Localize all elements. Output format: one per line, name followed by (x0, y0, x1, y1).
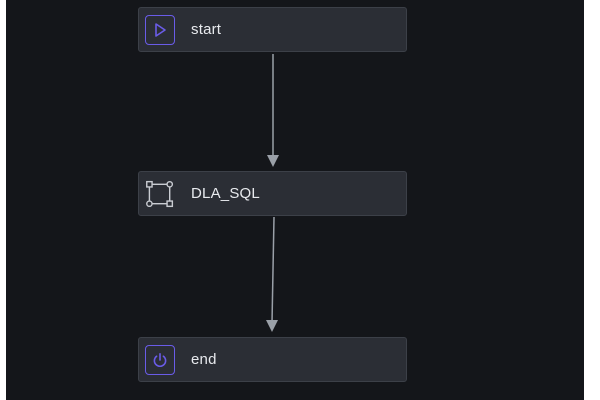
node-start[interactable]: start (138, 7, 407, 52)
power-icon (145, 344, 175, 375)
node-end[interactable]: end (138, 337, 407, 382)
arrowhead (267, 155, 279, 167)
edge-dla-sql-to-end (266, 216, 278, 332)
edge-start-to-dla-sql (267, 54, 279, 167)
workflow-canvas[interactable]: start DLA_SQL (6, 0, 584, 400)
node-start-label: start (191, 21, 222, 38)
node-dla-sql[interactable]: DLA_SQL (138, 171, 407, 216)
arrowhead (266, 320, 278, 332)
node-dla-sql-label: DLA_SQL (191, 185, 260, 202)
sql-node-icon (145, 179, 175, 209)
play-icon (145, 14, 175, 45)
connectors-layer (266, 54, 279, 332)
node-end-label: end (191, 351, 217, 368)
